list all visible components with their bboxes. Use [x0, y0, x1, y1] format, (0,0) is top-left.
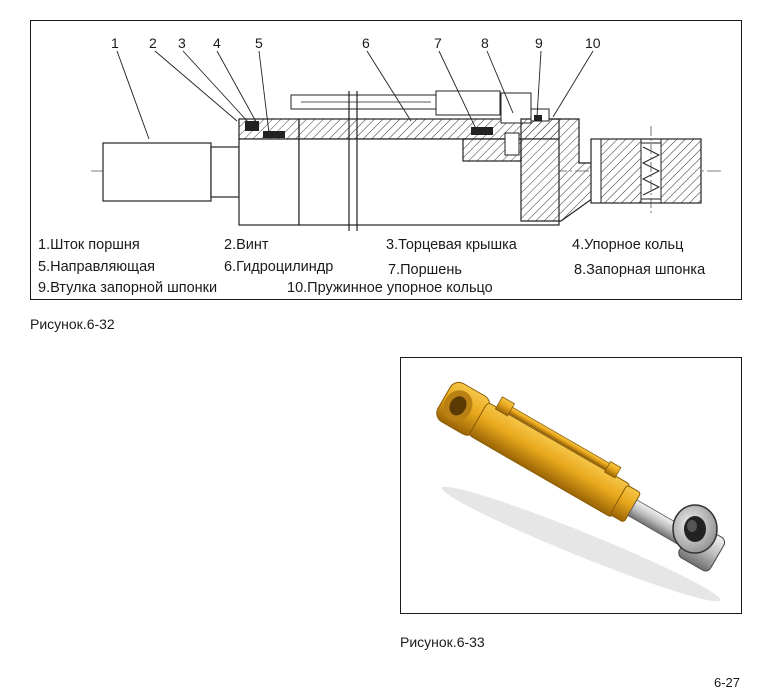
legend-item-7: 7.Поршень — [388, 262, 462, 278]
callout-5: 5 — [255, 35, 263, 51]
callout-1: 1 — [111, 35, 119, 51]
callout-3: 3 — [178, 35, 186, 51]
cylinder-section-drawing — [91, 50, 721, 231]
callout-10: 10 — [585, 35, 601, 51]
cylinder-section-figure: 1 2 3 4 5 6 7 8 9 10 1.Шток поршня 2.Вин… — [30, 20, 742, 300]
figure-caption-6-32: Рисунок.6-32 — [30, 316, 115, 332]
legend-item-10: 10.Пружинное упорное кольцо — [287, 280, 493, 296]
callout-9: 9 — [535, 35, 543, 51]
page-number: 6-27 — [713, 675, 740, 690]
legend-item-2: 2.Винт — [224, 237, 269, 253]
piston-rod — [102, 142, 212, 202]
callout-4: 4 — [213, 35, 221, 51]
legend-item-5: 5.Направляющая — [38, 259, 156, 275]
figure-caption-6-33: Рисунок.6-33 — [400, 634, 485, 650]
legend-item-1: 1.Шток поршня — [38, 237, 140, 253]
legend-item-9: 9.Втулка запорной шпонки — [38, 280, 218, 296]
hydraulic-cylinder-illustration — [436, 381, 726, 602]
legend-item-6: 6.Гидроцилиндр — [224, 259, 334, 275]
legend-item-4: 4.Упорное кольц — [572, 237, 684, 253]
callout-7: 7 — [434, 35, 442, 51]
legend-item-8: 8.Запорная шпонка — [574, 262, 706, 278]
callout-6: 6 — [362, 35, 370, 51]
callout-2: 2 — [149, 35, 157, 51]
legend-item-3: 3.Торцевая крышка — [386, 237, 517, 253]
callout-8: 8 — [481, 35, 489, 51]
callout-leaders — [116, 50, 594, 140]
cylinder-photo-figure — [400, 357, 742, 614]
